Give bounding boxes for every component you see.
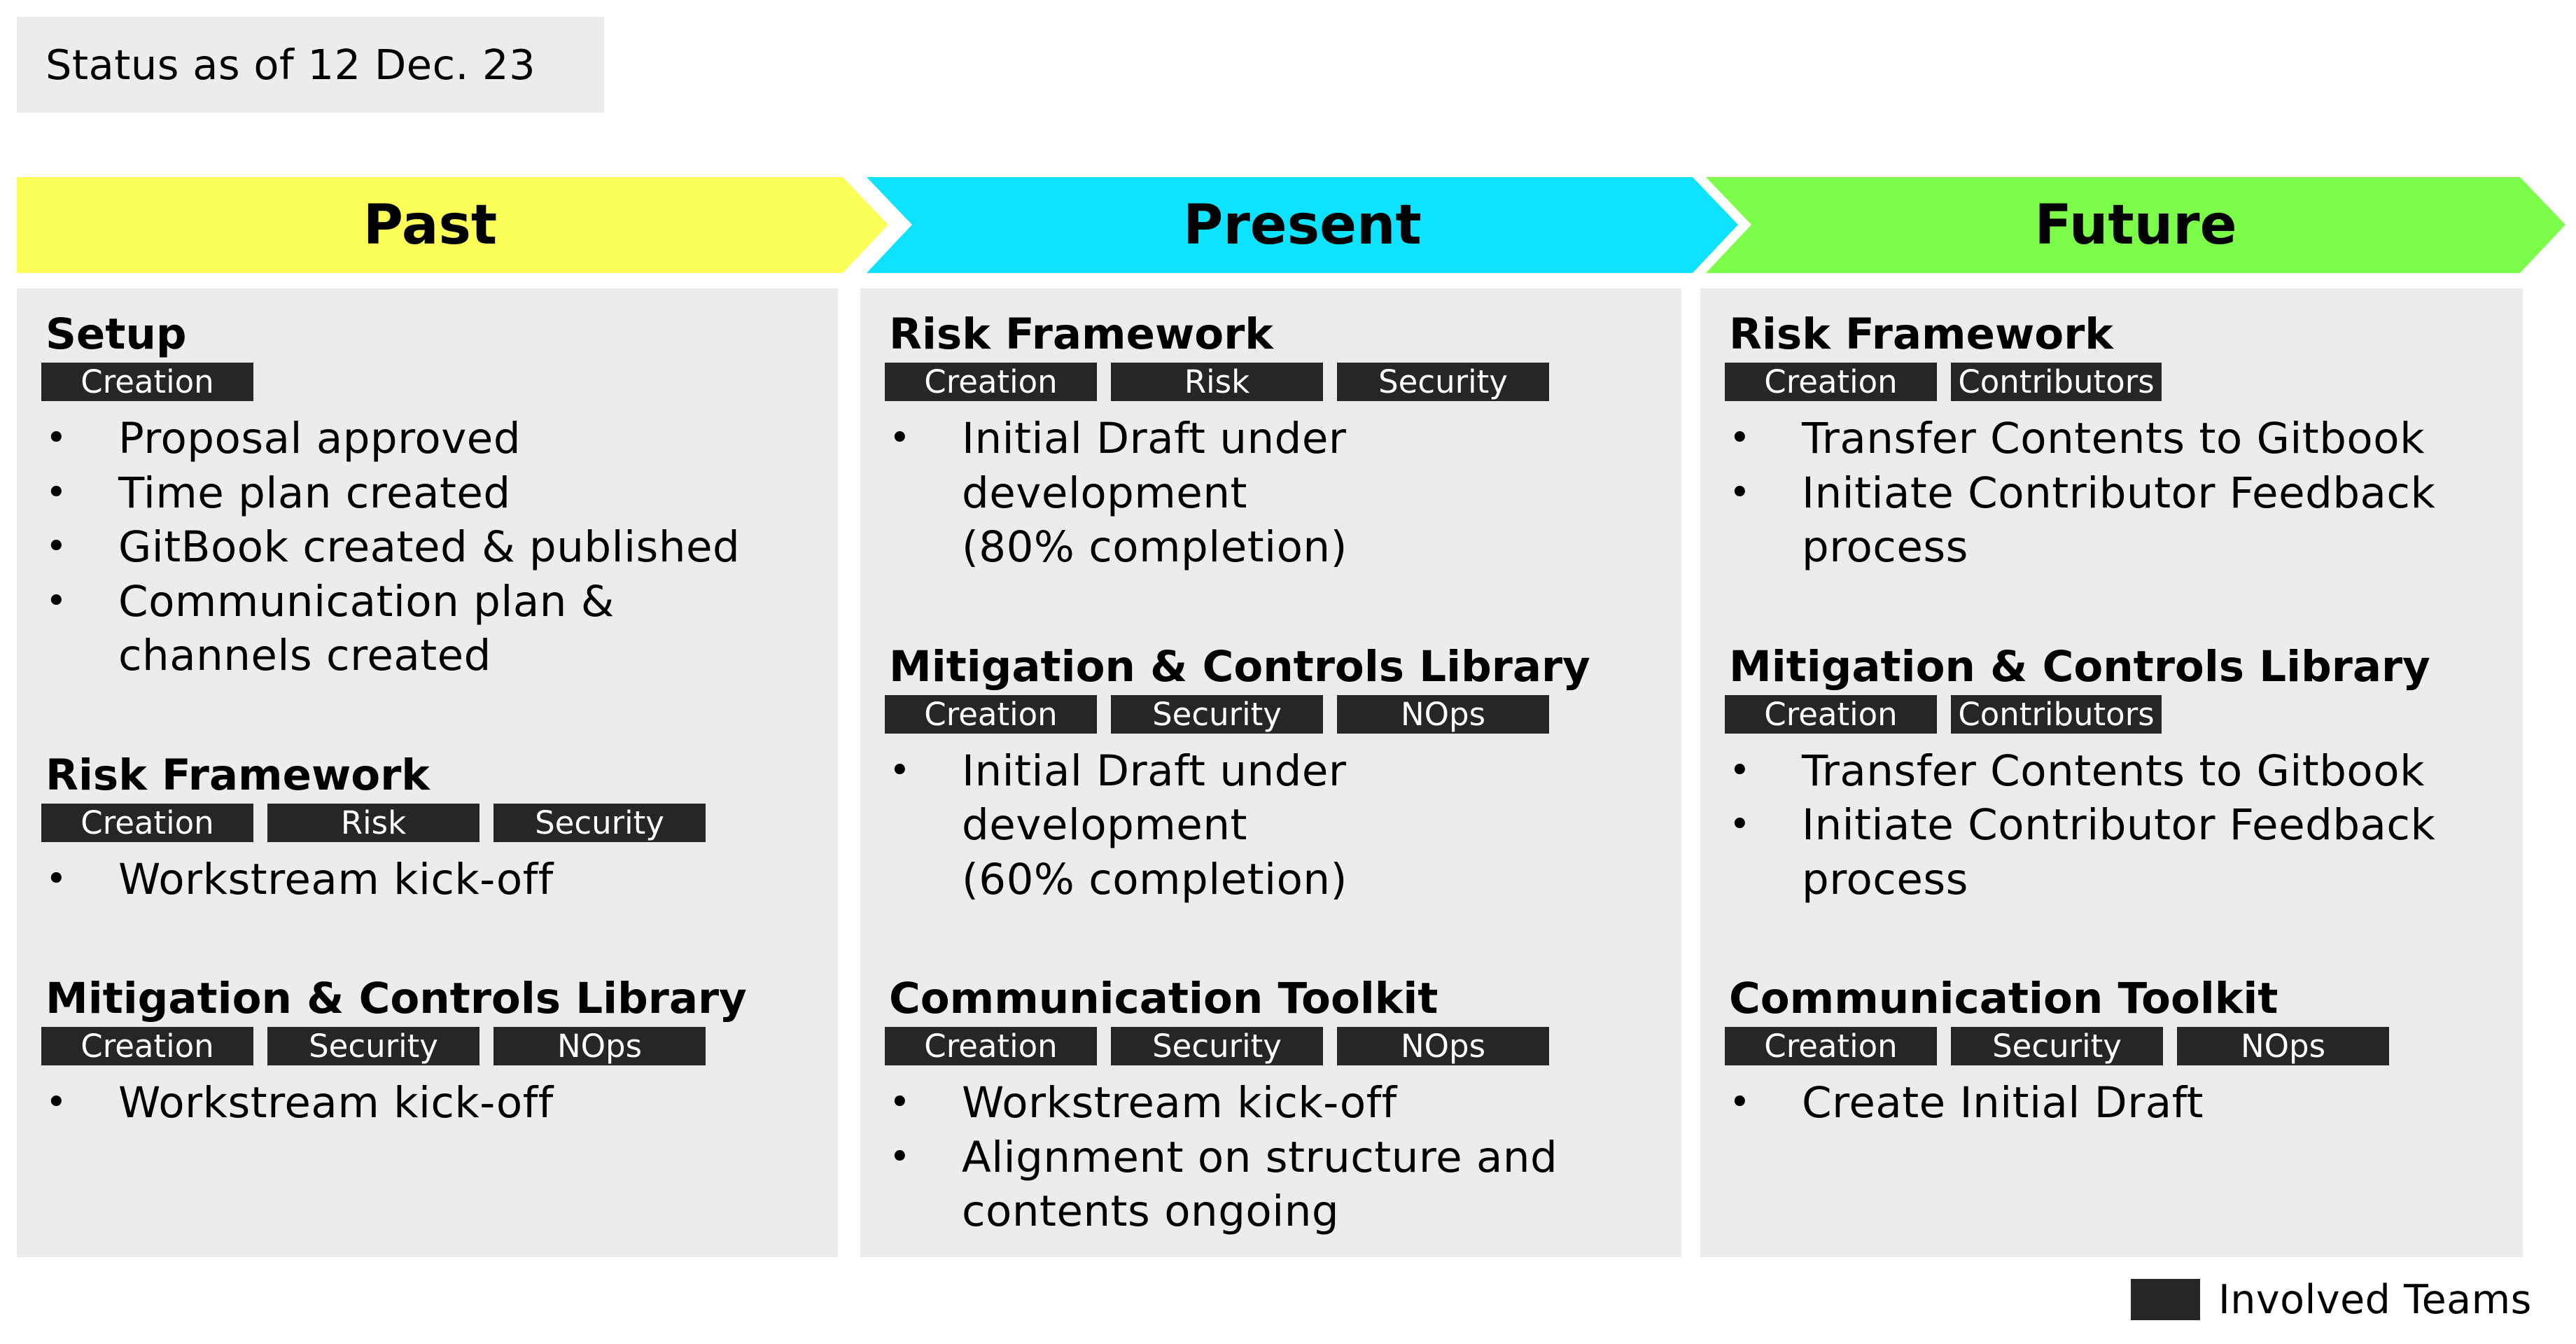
team-tag: NOps [493,1027,706,1065]
team-tag: NOps [1337,694,1549,734]
section-risk-framework: Risk Framework Creation Contributors Tra… [1725,307,2523,575]
phase-panel-present: Risk Framework Creation Risk Security In… [860,288,1681,1257]
bullet-item-continuation: channels created [118,631,491,680]
section-title: Risk Framework [46,750,430,800]
phase-label-present: Present [1183,193,1422,257]
team-tag: Risk [1111,363,1323,401]
team-tags: Creation Security NOps [41,1027,838,1066]
bullet-list: Transfer Contents to Gitbook Initiate Co… [1729,412,2523,575]
team-tags: Creation Risk Security [885,363,1681,402]
section-title: Communication Toolkit [889,974,1438,1023]
section-title: Risk Framework [889,309,1273,359]
team-tags: Creation Contributors [1725,694,2523,734]
phase-arrow-future: Future [1706,177,2566,273]
section-risk-framework: Risk Framework Creation Risk Security In… [885,307,1681,575]
legend: Involved Teams [2131,1276,2532,1323]
team-tags: Creation Security NOps [885,694,1681,734]
team-tag: Security [267,1027,479,1065]
team-tag: Creation [1725,694,1937,734]
bullet-item-continuation: process [1802,522,1968,572]
section-title: Mitigation & Controls Library [889,641,1590,692]
team-tag: Creation [885,1027,1097,1065]
section-setup: Setup Creation Proposal approved Time pl… [41,307,838,683]
status-label: Status as of 12 Dec. 23 [46,41,536,89]
team-tags: Creation Risk Security [41,803,838,843]
section-communication-toolkit: Communication Toolkit Creation Security … [1725,971,2523,1130]
phase-arrow-past: Past [17,177,888,273]
section-mitigation-controls: Mitigation & Controls Library Creation C… [1725,639,2523,907]
team-tag: Security [1111,694,1323,734]
bullet-list: Workstream kick-off Alignment on structu… [889,1076,1681,1239]
bullet-item: Create Initial Draft [1729,1076,2523,1130]
team-tags: Creation Security NOps [1725,1027,2523,1066]
team-tag: Creation [41,1027,253,1065]
bullet-item-continuation: development [962,468,1247,518]
section-risk-framework: Risk Framework Creation Risk Security Wo… [41,748,838,907]
team-tag: Creation [1725,1027,1937,1065]
section-title: Communication Toolkit [1729,974,2278,1023]
bullet-item: Transfer Contents to Gitbook [1729,744,2523,799]
team-tag: Security [493,803,706,842]
bullet-item: Time plan created [46,466,838,521]
legend-label: Involved Teams [2218,1276,2532,1323]
bullet-item-continuation: process [1802,854,1968,904]
team-tag: NOps [1337,1027,1549,1065]
bullet-item: Workstream kick-off [889,1076,1681,1130]
status-box: Status as of 12 Dec. 23 [17,17,604,113]
team-tag: Contributors [1951,363,2162,401]
phase-panel-future: Risk Framework Creation Contributors Tra… [1700,288,2523,1257]
team-tag: Security [1951,1027,2163,1065]
bullet-item-continuation: (80% completion) [962,522,1348,572]
bullet-list: Transfer Contents to Gitbook Initiate Co… [1729,744,2523,907]
team-tag: Risk [267,803,479,842]
team-tag: Contributors [1951,694,2162,734]
phase-arrow-present: Present [867,177,1738,273]
bullet-list: Initial Draft under development (60% com… [889,744,1681,907]
bullet-item: Initiate Contributor Feedback [1729,466,2523,521]
section-title: Mitigation & Controls Library [46,974,747,1023]
bullet-item: Initial Draft under [889,744,1681,799]
bullet-list: Create Initial Draft [1729,1076,2523,1130]
bullet-item: Proposal approved [46,412,838,466]
bullet-list: Initial Draft under development (80% com… [889,412,1681,575]
bullet-list: Workstream kick-off [46,1076,838,1130]
section-communication-toolkit: Communication Toolkit Creation Security … [885,971,1681,1239]
team-tags: Creation [41,363,838,402]
bullet-item-continuation: contents ongoing [962,1186,1340,1236]
section-title: Mitigation & Controls Library [1729,641,2430,692]
phase-label-past: Past [363,193,498,257]
team-tag: Creation [1725,363,1937,401]
bullet-item: Initiate Contributor Feedback [1729,798,2523,853]
team-tags: Creation Security NOps [885,1027,1681,1066]
bullet-item: Alignment on structure and [889,1130,1681,1185]
bullet-item: Workstream kick-off [46,853,838,907]
team-tag: Creation [885,694,1097,734]
phase-label-future: Future [2034,193,2237,257]
team-tag: Creation [41,363,253,401]
team-tags: Creation Contributors [1725,363,2523,402]
team-tag: Creation [885,363,1097,401]
section-title: Setup [46,309,187,359]
team-tag: NOps [2177,1027,2389,1065]
legend-swatch [2131,1279,2200,1320]
bullet-list: Proposal approved Time plan created GitB… [46,412,838,683]
team-tag: Security [1337,363,1549,401]
bullet-item-continuation: development [962,800,1247,850]
section-mitigation-controls: Mitigation & Controls Library Creation S… [41,971,838,1130]
bullet-item-continuation: (60% completion) [962,854,1348,904]
bullet-item: Communication plan & [46,575,838,629]
bullet-item: GitBook created & published [46,520,838,575]
team-tag: Security [1111,1027,1323,1065]
section-title: Risk Framework [1729,309,2113,359]
bullet-list: Workstream kick-off [46,853,838,907]
phase-panel-past: Setup Creation Proposal approved Time pl… [17,288,838,1257]
section-mitigation-controls: Mitigation & Controls Library Creation S… [885,639,1681,907]
bullet-item: Workstream kick-off [46,1076,838,1130]
bullet-item: Transfer Contents to Gitbook [1729,412,2523,466]
bullet-item: Initial Draft under [889,412,1681,466]
team-tag: Creation [41,803,253,842]
